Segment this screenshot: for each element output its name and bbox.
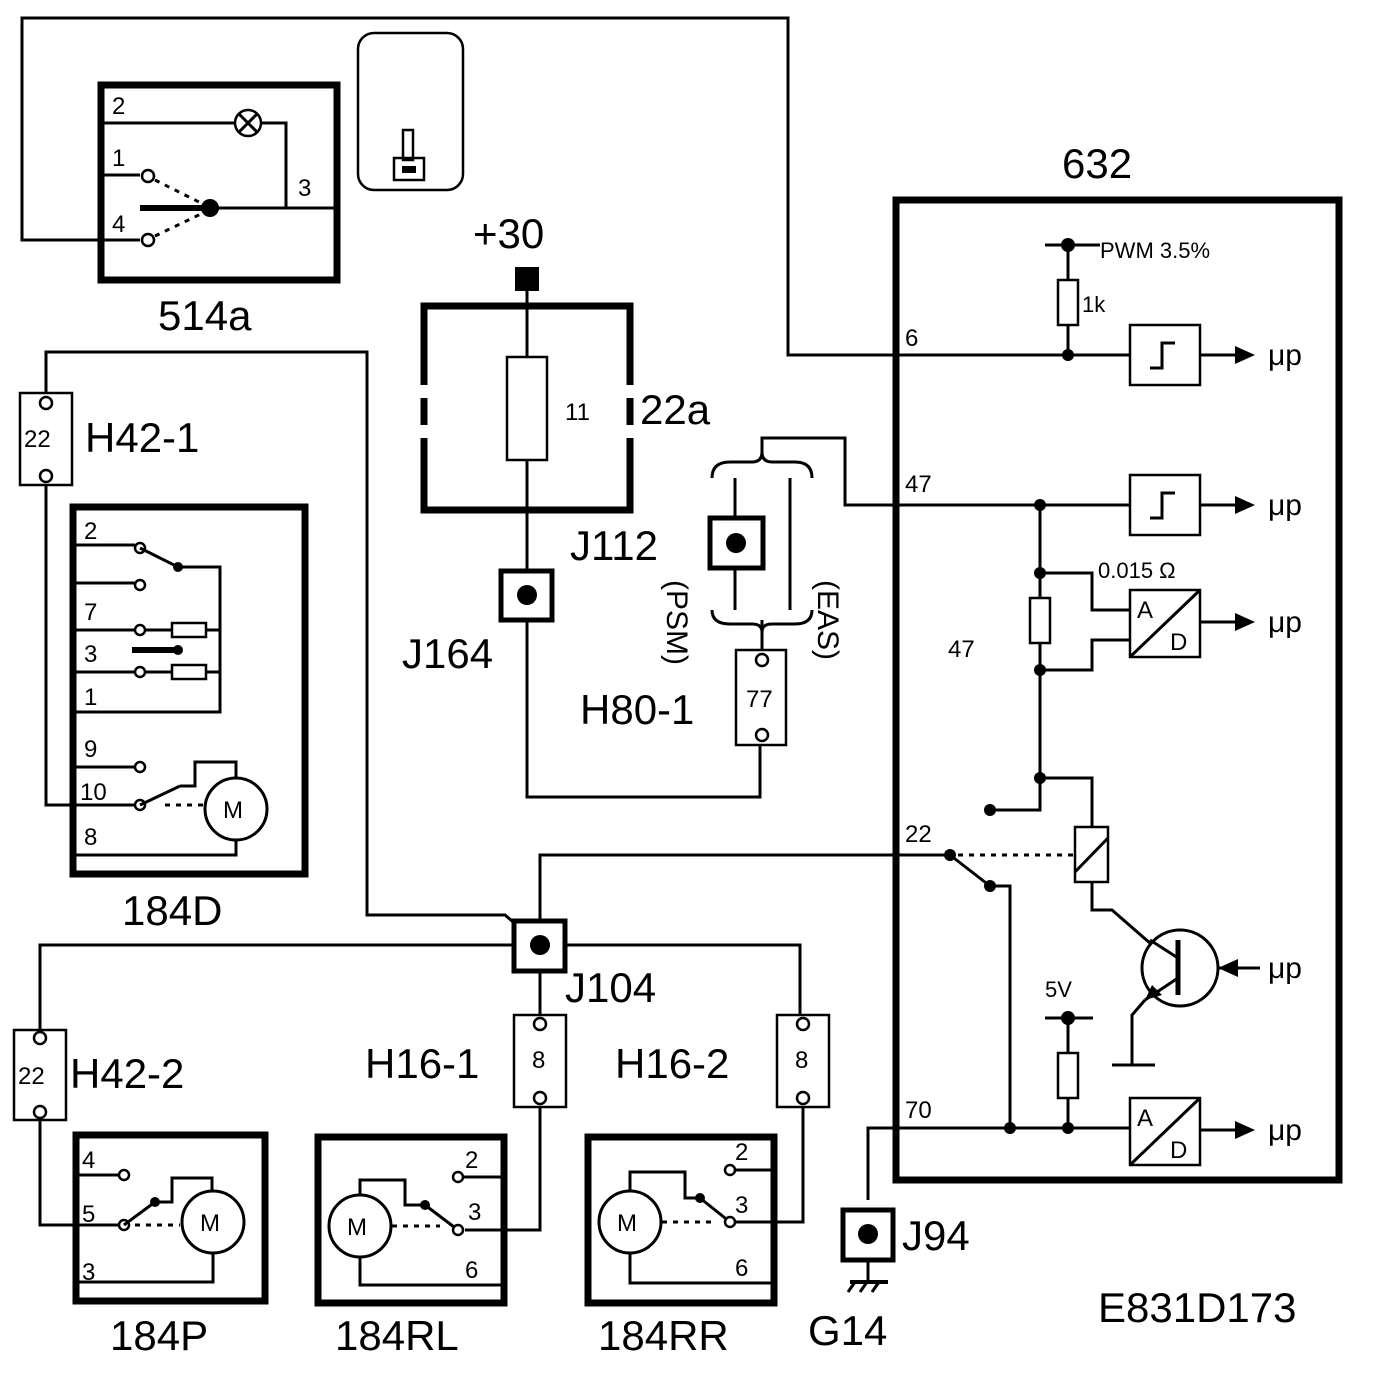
component-label-184RL: 184RL (335, 1312, 459, 1359)
svg-text:9: 9 (84, 736, 97, 763)
svg-text:3: 3 (84, 641, 97, 668)
pin-label: 4 (112, 211, 125, 238)
svg-text:1k: 1k (1082, 292, 1106, 317)
junction-J94: J94 G14 (808, 1207, 970, 1354)
svg-text:PWM 3.5%: PWM 3.5% (1100, 238, 1210, 263)
diagram-code: E831D173 (1098, 1284, 1297, 1331)
svg-text:M: M (617, 1210, 637, 1237)
variant-psm-label: (PSM) (660, 580, 693, 665)
svg-text:D: D (1170, 629, 1187, 656)
svg-text:1: 1 (84, 684, 97, 711)
svg-text:8: 8 (532, 1047, 545, 1074)
svg-text:H16-2: H16-2 (615, 1040, 729, 1087)
junction-J104: J104 (511, 918, 656, 1011)
switch-pictogram (356, 31, 465, 192)
svg-text:8: 8 (795, 1047, 808, 1074)
svg-text:6: 6 (465, 1257, 478, 1284)
component-label-184RR: 184RR (598, 1312, 729, 1359)
component-184D: M 2 7 3 1 9 10 8 184D (69, 503, 309, 934)
connector-H16-2: 8 H16-2 (615, 1013, 831, 1109)
component-22a: +30 11 22a (420, 210, 711, 514)
fuse-number: 11 (565, 399, 590, 426)
svg-text:J104: J104 (565, 964, 656, 1011)
component-label-514a: 514a (158, 292, 252, 339)
supply-label: +30 (473, 210, 544, 257)
component-184RL: M 2 3 6 184RL (314, 1133, 508, 1359)
svg-text:70: 70 (905, 1097, 932, 1124)
svg-text:10: 10 (80, 779, 107, 806)
svg-text:22: 22 (18, 1063, 45, 1090)
svg-text:3: 3 (468, 1199, 481, 1226)
svg-text:D: D (1170, 1137, 1187, 1164)
component-632: 632 PWM 3.5% 1k 6 μp 47 μp 0.015 Ω (892, 140, 1343, 1184)
component-514a: 2 1 4 3 514a (97, 81, 341, 339)
svg-text:J164: J164 (402, 630, 493, 677)
svg-text:H80-1: H80-1 (580, 686, 694, 733)
svg-text:3: 3 (82, 1259, 95, 1286)
svg-text:47: 47 (948, 636, 975, 663)
svg-text:2: 2 (465, 1147, 478, 1174)
junction-J164: J164 (402, 568, 555, 677)
svg-text:J112: J112 (570, 522, 658, 569)
svg-text:22: 22 (24, 426, 51, 453)
pin-label: 1 (112, 145, 125, 172)
svg-text:5V: 5V (1045, 977, 1072, 1002)
svg-text:H16-1: H16-1 (365, 1040, 479, 1087)
motor-symbol: M (223, 797, 243, 824)
svg-text:μp: μp (1268, 1114, 1302, 1147)
svg-text:77: 77 (746, 686, 773, 713)
svg-text:6: 6 (735, 1255, 748, 1282)
svg-text:22: 22 (905, 821, 932, 848)
component-184RR: M 2 3 6 184RR (584, 1133, 778, 1359)
junction-J112: J112 (570, 515, 766, 571)
pin-label: 3 (298, 175, 311, 202)
svg-text:8: 8 (84, 824, 97, 851)
svg-text:M: M (200, 1210, 220, 1237)
connector-H42-2: 22 H42-2 (12, 1028, 184, 1122)
svg-text:J94: J94 (902, 1212, 970, 1259)
svg-text:47: 47 (905, 471, 932, 498)
svg-text:H42-2: H42-2 (70, 1050, 184, 1097)
component-label-184P: 184P (110, 1312, 208, 1359)
svg-text:μp: μp (1268, 952, 1302, 985)
svg-text:A: A (1137, 1105, 1153, 1132)
svg-text:2: 2 (84, 518, 97, 545)
svg-text:μp: μp (1268, 606, 1302, 639)
svg-text:6: 6 (905, 325, 918, 352)
variant-braces: (PSM) (EAS) (660, 451, 844, 665)
connector-H16-1: 8 H16-1 (365, 1013, 568, 1109)
svg-text:μp: μp (1268, 339, 1302, 372)
connector-H42-1: 22 H42-1 (18, 391, 199, 487)
component-184P: M 4 5 3 184P (72, 1131, 269, 1359)
component-label-22a: 22a (640, 386, 711, 433)
ground-label: G14 (808, 1307, 887, 1354)
svg-text:M: M (347, 1214, 367, 1241)
svg-text:A: A (1137, 597, 1153, 624)
component-label-184D: 184D (122, 887, 222, 934)
variant-eas-label: (EAS) (811, 580, 844, 660)
pin-label: 2 (112, 93, 125, 120)
svg-text:μp: μp (1268, 489, 1302, 522)
svg-text:4: 4 (82, 1147, 95, 1174)
svg-text:3: 3 (735, 1192, 748, 1219)
svg-text:0.015 Ω: 0.015 Ω (1098, 558, 1176, 583)
svg-text:5: 5 (82, 1201, 95, 1228)
connector-H80-1: 77 H80-1 (580, 648, 788, 747)
svg-text:2: 2 (735, 1139, 748, 1166)
svg-text:H42-1: H42-1 (85, 414, 199, 461)
component-label-632: 632 (1062, 140, 1132, 187)
svg-text:7: 7 (84, 599, 97, 626)
